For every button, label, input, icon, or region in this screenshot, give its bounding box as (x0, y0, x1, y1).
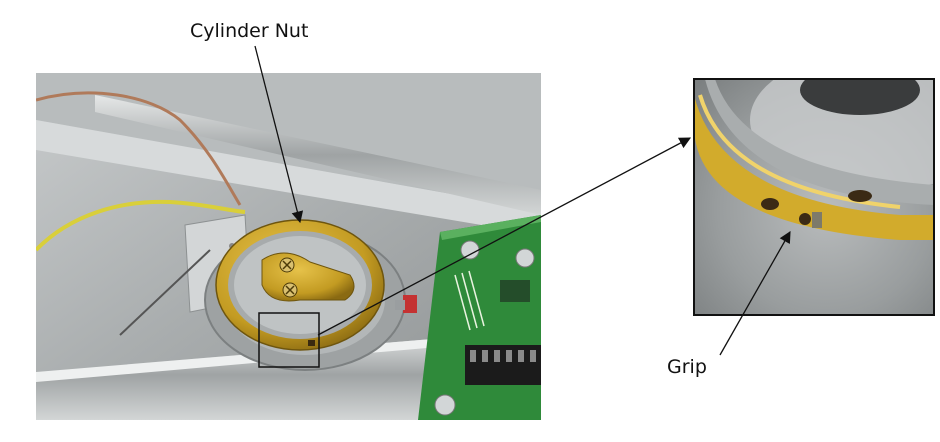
zoom-arrow (317, 137, 692, 336)
main-photo (36, 73, 541, 420)
yellow-wire (36, 199, 246, 252)
brown-wire (36, 91, 242, 206)
zoom-inset (694, 79, 934, 315)
grip-callout-box (258, 312, 320, 368)
cylinder-nut (215, 219, 385, 351)
grip-arrow (719, 230, 791, 356)
cylinder-nut-label: Cylinder Nut (190, 20, 309, 42)
cylinder-nut-arrow (254, 45, 304, 224)
red-connector (403, 295, 417, 313)
lower-rail (36, 330, 541, 420)
zoom-frame (693, 78, 935, 316)
upper-rail (95, 95, 541, 215)
grip-label: Grip (667, 356, 707, 378)
